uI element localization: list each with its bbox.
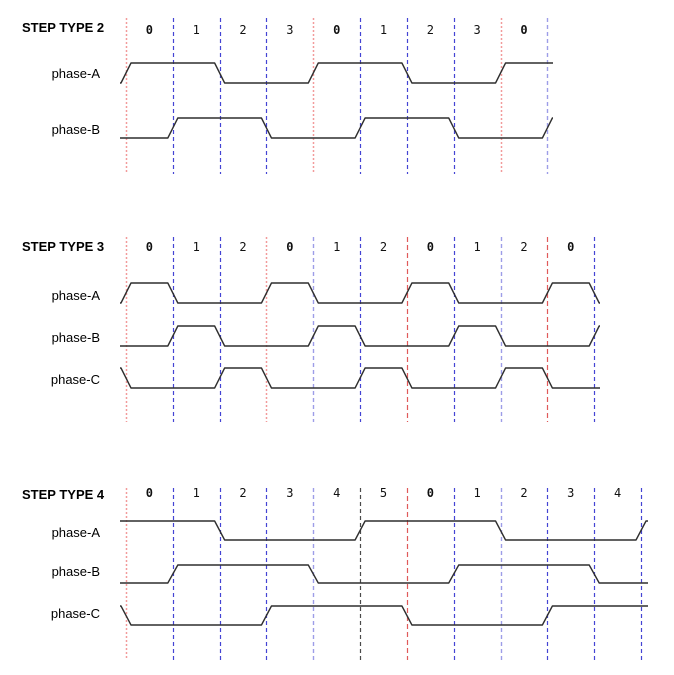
phase-a-label-type4: phase-A bbox=[51, 525, 100, 540]
step-number: 1 bbox=[379, 23, 388, 37]
step-number: 0 bbox=[520, 23, 528, 37]
step-number: 4 bbox=[613, 486, 622, 500]
step-number: 3 bbox=[567, 486, 575, 500]
step-number: 0 bbox=[567, 240, 575, 254]
step-number: 0 bbox=[145, 486, 154, 500]
step-number: 0 bbox=[426, 486, 434, 500]
phase-b-label-type3: phase-B bbox=[51, 330, 100, 345]
section-title-step-type-2: STEP TYPE 2 bbox=[22, 20, 105, 35]
step-number: 3 bbox=[473, 23, 481, 37]
step-number: 0 bbox=[333, 23, 341, 37]
step-number: 3 bbox=[286, 486, 294, 500]
section-title-step-type-4: STEP TYPE 4 bbox=[22, 487, 105, 502]
step-number: 2 bbox=[426, 23, 434, 37]
phase-a-label-type2: phase-A bbox=[51, 66, 100, 81]
phase-c-label-type3: phase-C bbox=[50, 372, 100, 387]
step-number: 1 bbox=[333, 240, 341, 254]
waveform-phase-A bbox=[120, 62, 553, 84]
waveform-phase-B bbox=[120, 564, 648, 584]
section-title-step-type-3: STEP TYPE 3 bbox=[22, 239, 105, 254]
step-number: 1 bbox=[192, 240, 200, 254]
step-number: 5 bbox=[379, 486, 388, 500]
step-number: 0 bbox=[286, 240, 294, 254]
phase-a-label-type3: phase-A bbox=[51, 288, 100, 303]
step-number: 4 bbox=[333, 486, 341, 500]
waveform-phase-A bbox=[120, 520, 648, 541]
step-number: 1 bbox=[192, 23, 200, 37]
step-number: 2 bbox=[239, 23, 247, 37]
step-number: 0 bbox=[145, 240, 154, 254]
phase-c-label-type4: phase-C bbox=[50, 606, 100, 621]
waveform-phase-C bbox=[120, 367, 600, 389]
step-number: 3 bbox=[286, 23, 294, 37]
step-number: 0 bbox=[426, 240, 434, 254]
waveform-phase-B bbox=[120, 117, 554, 139]
step-number: 1 bbox=[473, 486, 481, 500]
step-number: 2 bbox=[239, 240, 247, 254]
waveform-phase-A bbox=[120, 282, 600, 304]
step-number: 0 bbox=[145, 23, 154, 37]
step-number: 2 bbox=[239, 486, 247, 500]
waveform-phase-C bbox=[120, 605, 648, 626]
step-number: 2 bbox=[520, 486, 528, 500]
phase-b-label-type4: phase-B bbox=[51, 564, 100, 579]
step-number: 2 bbox=[520, 240, 528, 254]
step-number: 2 bbox=[379, 240, 388, 254]
phase-b-label-type2: phase-B bbox=[51, 122, 100, 137]
waveform-phase-B bbox=[120, 325, 600, 347]
step-number: 1 bbox=[473, 240, 481, 254]
step-number: 1 bbox=[192, 486, 200, 500]
